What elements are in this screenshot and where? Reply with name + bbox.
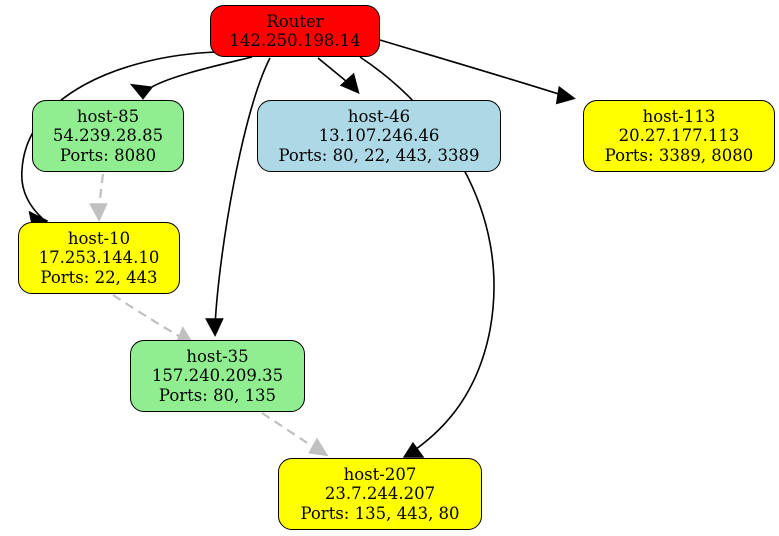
edge-router-to-host-46 xyxy=(317,57,360,95)
node-hostname: host-10 xyxy=(67,229,131,249)
edge-path xyxy=(112,294,185,340)
edge-arrowhead xyxy=(205,318,224,337)
edge-arrowhead xyxy=(129,83,154,100)
node-ip-address: 17.253.144.10 xyxy=(38,248,160,268)
edge-router-to-host-113 xyxy=(379,39,576,105)
edge-host-35-to-host-207 xyxy=(261,412,329,457)
node-ports-label: Ports: 22, 443 xyxy=(40,267,158,287)
node-ip-address: 20.27.177.113 xyxy=(618,126,740,146)
node-hostname: Router xyxy=(266,11,324,31)
node-ip-address: 23.7.244.207 xyxy=(324,484,436,504)
node-ports-label: Ports: 135, 443, 80 xyxy=(300,503,460,523)
edge-path xyxy=(214,57,271,327)
node-ports-label: Ports: 8080 xyxy=(59,145,157,165)
edge-host-85-to-host-10 xyxy=(89,173,108,222)
edge-arrowhead xyxy=(89,203,108,222)
edge-path xyxy=(379,39,566,97)
edge-path xyxy=(97,173,105,211)
edge-path xyxy=(317,57,355,89)
edge-arrowhead xyxy=(555,85,576,105)
node-hostname: host-46 xyxy=(347,107,411,127)
node-ports-label: Ports: 80, 22, 443, 3389 xyxy=(278,145,480,165)
edge-path xyxy=(261,412,319,451)
edge-host-10-to-host-35 xyxy=(112,294,195,346)
node-hostname: host-113 xyxy=(642,107,716,127)
edge-arrowhead xyxy=(402,441,425,458)
node-ports-label: Ports: 80, 135 xyxy=(158,385,277,405)
node-ip-address: 142.250.198.14 xyxy=(229,31,361,50)
edge-path xyxy=(149,56,253,89)
node-ports-label: Ports: 3389, 8080 xyxy=(604,145,754,165)
node-ip-address: 157.240.209.35 xyxy=(151,366,284,386)
edge-router-to-host-35 xyxy=(205,57,271,337)
node-hostname: host-207 xyxy=(343,465,417,485)
edge-router-to-host-85 xyxy=(129,56,253,100)
edge-arrowhead xyxy=(339,72,360,95)
node-ip-address: 13.107.246.46 xyxy=(318,126,440,146)
node-hostname: host-35 xyxy=(186,347,249,367)
node-hostname: host-85 xyxy=(76,107,140,127)
node-ip-address: 54.239.28.85 xyxy=(52,126,164,146)
edge-arrowhead xyxy=(308,437,329,457)
